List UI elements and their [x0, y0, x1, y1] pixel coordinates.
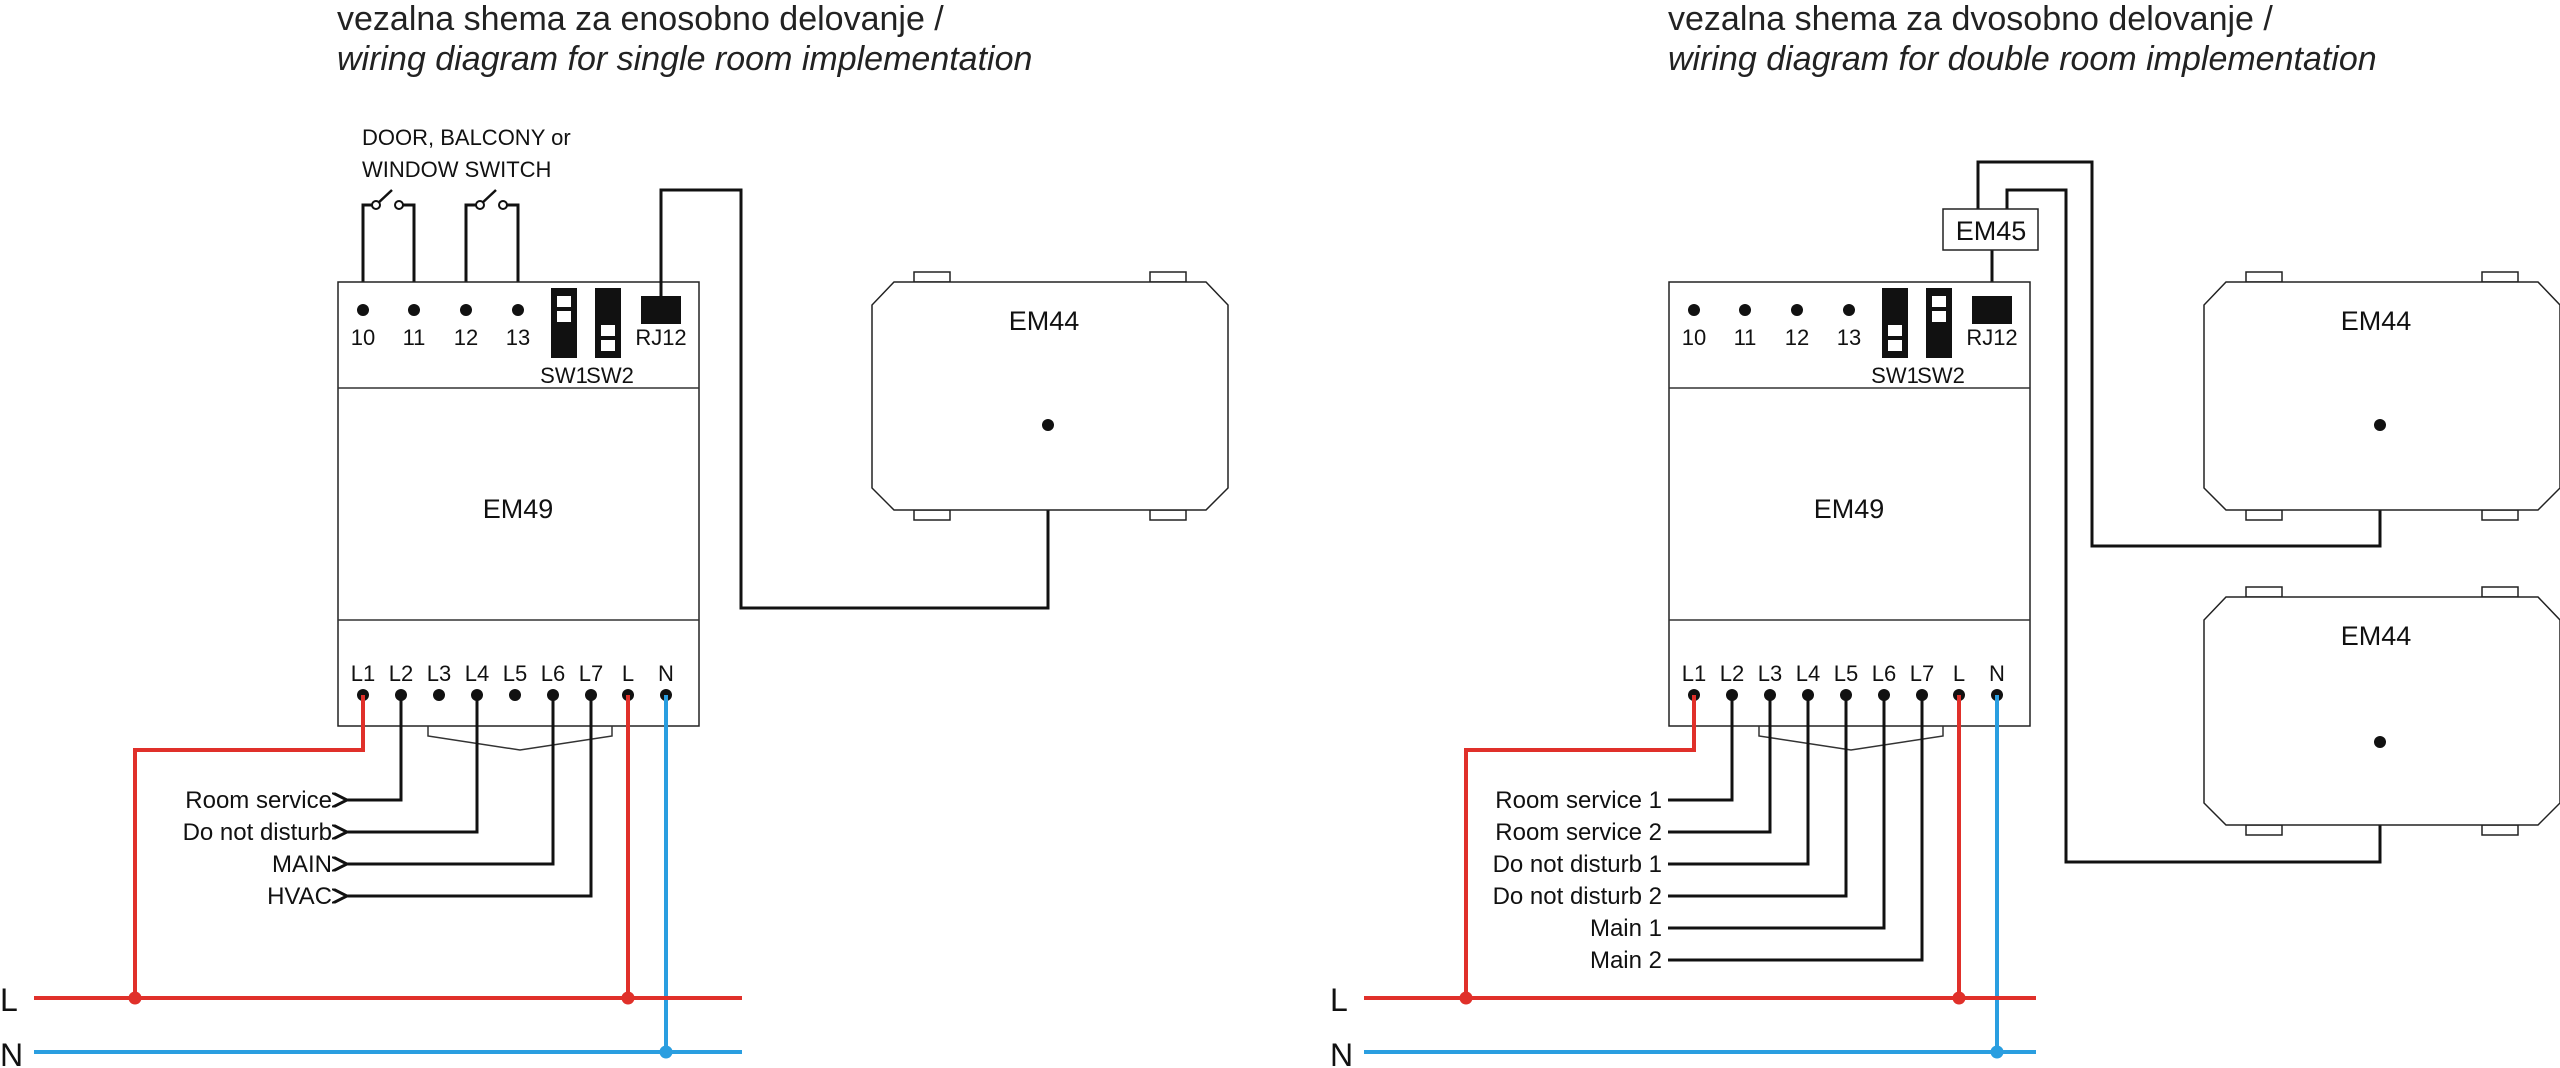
rail-label-n-left: N — [0, 1037, 23, 1068]
output-room-service: Room service — [185, 787, 332, 814]
left-subtitle: wiring diagram for single room implement… — [337, 40, 1032, 78]
right-subtitle: wiring diagram for double room implement… — [1668, 40, 2377, 78]
r-terminal-10-label: 10 — [1682, 325, 1706, 350]
switch-note-line-1: DOOR, BALCONY or — [362, 125, 571, 150]
r-rj12-label: RJ12 — [1966, 325, 2017, 350]
sw1-dip-switch — [551, 288, 577, 358]
l1-supply-wire-left — [133, 695, 365, 998]
bottom-terminal-dots-left — [357, 689, 672, 701]
terminal-l2-label: L2 — [389, 661, 413, 686]
bottom-terminal-labels-left: L1 L2 L3 L4 L5 L6 L7 L N — [351, 661, 674, 686]
terminal-13-label: 13 — [506, 325, 530, 350]
output-main-2: Main 2 — [1590, 947, 1662, 974]
r-terminal-l5-label: L5 — [1834, 661, 1858, 686]
terminal-l6-label: L6 — [541, 661, 565, 686]
em44-label-right-2: EM44 — [2341, 621, 2412, 651]
terminal-10-dot — [357, 304, 369, 316]
rj12-label: RJ12 — [635, 325, 686, 350]
em49-module-left: EM49 10 11 12 13 SW1 SW2 — [337, 281, 700, 751]
output-main-1: Main 1 — [1590, 915, 1662, 942]
common-bracket-right — [1758, 726, 1944, 751]
terminal-l7-label: L7 — [579, 661, 603, 686]
output-main: MAIN — [272, 851, 332, 878]
bottom-terminal-dots-right — [1688, 689, 2003, 701]
terminal-l4-label: L4 — [465, 661, 489, 686]
rail-label-l-right: L — [1330, 982, 1348, 1018]
r-terminal-l1-label: L1 — [1682, 661, 1706, 686]
output-do-not-disturb-1: Do not disturb 1 — [1493, 851, 1662, 878]
terminal-11-label: 11 — [403, 325, 426, 350]
em45-label: EM45 — [1956, 216, 2027, 246]
em44-label-left: EM44 — [1009, 306, 1080, 336]
output-hvac: HVAC — [267, 883, 332, 910]
r-terminal-l3-label: L3 — [1758, 661, 1782, 686]
door-switch-2 — [464, 189, 520, 310]
terminal-n-label: N — [658, 661, 674, 686]
output-room-service-2: Room service 2 — [1495, 819, 1662, 846]
em45-cable-to-em44-1 — [1976, 160, 2382, 548]
r-terminal-l7-label: L7 — [1910, 661, 1934, 686]
r-terminal-l6-label: L6 — [1872, 661, 1896, 686]
terminal-l3-label: L3 — [427, 661, 451, 686]
em44-label-right-1: EM44 — [2341, 306, 2412, 336]
sw2-dip-switch — [595, 288, 621, 358]
r-terminal-11-label: 11 — [1734, 325, 1757, 350]
em49-label-right: EM49 — [1814, 494, 1885, 524]
sw2-label: SW2 — [586, 363, 634, 388]
left-title: vezalna shema za enosobno delovanje / — [337, 0, 944, 38]
terminal-l-label: L — [622, 661, 634, 686]
r-sw1-dip-switch — [1882, 288, 1908, 358]
r-rj12-port — [1972, 296, 2012, 324]
r-terminal-12-label: 12 — [1785, 325, 1809, 350]
em49-module-right: EM49 10 11 12 13 SW1 SW2 RJ12 — [1668, 281, 2031, 751]
r-terminal-l-label: L — [1953, 661, 1965, 686]
rj12-port — [641, 296, 681, 324]
r-terminal-l4-label: L4 — [1796, 661, 1820, 686]
output-do-not-disturb: Do not disturb — [183, 819, 332, 846]
em45-splitter: EM45 — [1942, 208, 2039, 251]
r-sw2-label: SW2 — [1917, 363, 1965, 388]
output-wires-left — [344, 695, 593, 896]
terminal-10-label: 10 — [351, 325, 375, 350]
terminal-12-label: 12 — [454, 325, 478, 350]
single-room-diagram: vezalna shema za enosobno delovanje / wi… — [0, 0, 1229, 1068]
sw1-label: SW1 — [540, 363, 588, 388]
em49-label-left: EM49 — [483, 494, 554, 524]
rj12-cable-left — [659, 188, 1050, 610]
r-sw2-dip-switch — [1926, 288, 1952, 358]
terminal-11-dot — [408, 304, 420, 316]
em45-cable-to-em44-2 — [2005, 188, 2382, 864]
door-switch-1 — [361, 189, 416, 310]
right-title: vezalna shema za dvosobno delovanje / — [1668, 0, 2273, 38]
terminal-l1-label: L1 — [351, 661, 375, 686]
em44-sensor-right-1: EM44 — [2203, 271, 2560, 521]
rail-label-n-right: N — [1330, 1037, 1353, 1068]
bottom-terminal-labels-right: L1 L2 L3 L4 L5 L6 L7 L N — [1682, 661, 2005, 686]
l1-supply-wire-right — [1464, 695, 1696, 998]
r-terminal-l2-label: L2 — [1720, 661, 1744, 686]
r-sw1-label: SW1 — [1871, 363, 1919, 388]
double-room-diagram: vezalna shema za dvosobno delovanje / wi… — [1330, 0, 2560, 1068]
switch-note-line-2: WINDOW SWITCH — [362, 157, 551, 182]
em44-sensor-right-2: EM44 — [2203, 586, 2560, 836]
em44-sensor-left: EM44 — [871, 271, 1229, 521]
output-room-service-1: Room service 1 — [1495, 787, 1662, 814]
terminal-13-dot — [512, 304, 524, 316]
terminal-l5-label: L5 — [503, 661, 527, 686]
output-wires-right — [1668, 695, 1924, 962]
terminal-12-dot — [460, 304, 472, 316]
r-terminal-13-label: 13 — [1837, 325, 1861, 350]
r-terminal-n-label: N — [1989, 661, 2005, 686]
output-do-not-disturb-2: Do not disturb 2 — [1493, 883, 1662, 910]
rail-label-l-left: L — [0, 982, 18, 1018]
common-bracket-left — [427, 726, 613, 751]
